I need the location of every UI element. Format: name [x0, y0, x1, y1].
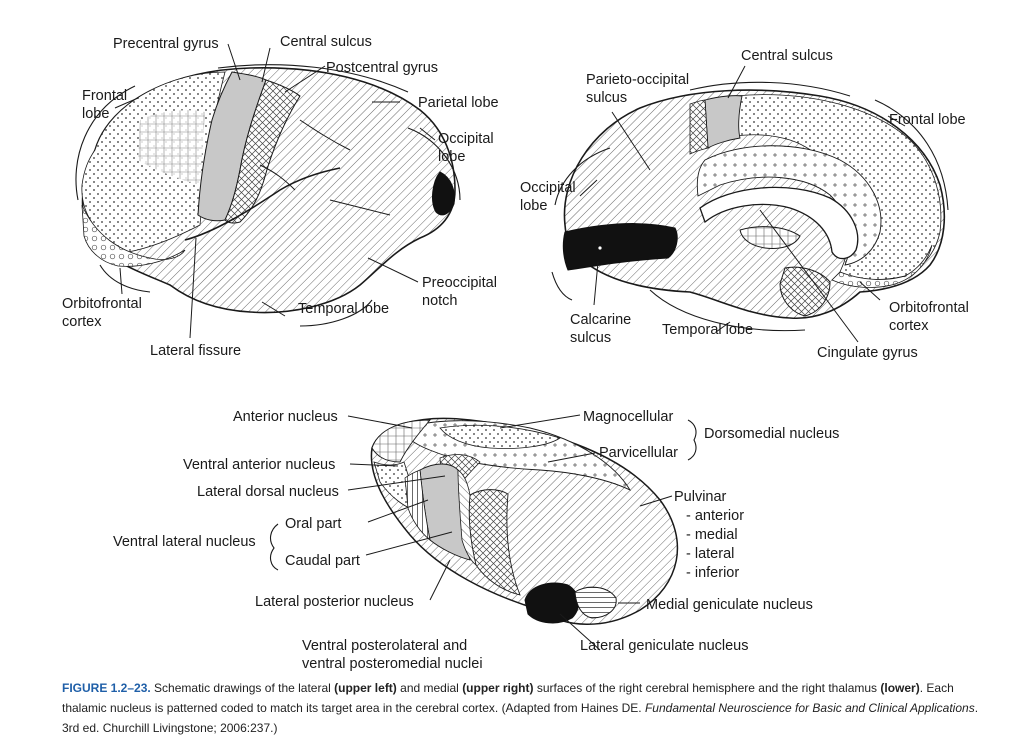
lateral-postcentral-gyrus: [224, 79, 301, 224]
label-occipital-lobe-lateral: Occipital lobe: [438, 131, 498, 165]
label-pulvinar-inferior: - inferior: [686, 565, 739, 581]
thalamus-anterior-nucleus: [371, 419, 431, 463]
label-precentral-gyrus: Precentral gyrus: [113, 36, 219, 52]
label-parieto-occipital-sulcus: Parieto-occipital sulcus: [586, 72, 693, 106]
label-temporal-lobe-medial: Temporal lobe: [662, 322, 753, 338]
label-orbitofrontal-medial-line-2: cortex: [889, 318, 929, 334]
label-frontal-lobe-medial: Frontal lobe: [889, 112, 966, 128]
label-parietal-lobe: Parietal lobe: [418, 95, 499, 111]
label-lateral-fissure: Lateral fissure: [150, 343, 241, 359]
thalamus: [269, 414, 697, 651]
label-caudal-part: Caudal part: [285, 553, 360, 569]
label-preoccipital-notch: Preoccipital notch: [422, 275, 501, 309]
lateral-premotor-region: [138, 110, 205, 185]
label-orbitofrontal-lateral-line-2: cortex: [62, 314, 102, 330]
caption-figure-number: FIGURE 1.2–23.: [62, 681, 151, 695]
label-frontal-lobe-lateral: Frontal lobe: [82, 88, 131, 122]
medial-paracentral-lobule: [704, 95, 743, 149]
label-preoccipital-notch-line-2: notch: [422, 293, 457, 309]
label-ventral-posterolateral: Ventral posterolateral and ventral poste…: [302, 638, 483, 672]
figure-caption: FIGURE 1.2–23. Schematic drawings of the…: [62, 678, 997, 738]
caption-text-5: . 3rd ed. Churchill Livingstone; 2006:23…: [62, 701, 979, 735]
label-pulvinar-anterior: - anterior: [686, 508, 744, 524]
label-oral-part: Oral part: [285, 516, 341, 532]
caption-bold-3: (lower): [880, 681, 920, 695]
caption-italic-1: Fundamental Neuroscience for Basic and C…: [644, 701, 975, 715]
medial-brackets: [551, 81, 949, 332]
label-calcarine-line-2: sulcus: [570, 330, 611, 346]
label-vpl-line-1: Ventral posterolateral and: [302, 638, 467, 654]
label-temporal-lobe-lateral: Temporal lobe: [298, 301, 389, 317]
medial-orbitofrontal-region: [831, 244, 933, 288]
caption-bold-2: (upper right): [462, 681, 534, 695]
lateral-orbitofrontal-region: [81, 204, 186, 267]
thalamus-medial-geniculate: [574, 586, 617, 619]
medial-brainstem: [779, 266, 831, 317]
label-magnocellular: Magnocellular: [583, 409, 673, 425]
label-occipital-lobe-lateral-line-2: lobe: [438, 149, 465, 165]
label-postcentral-gyrus: Postcentral gyrus: [326, 60, 438, 76]
label-preoccipital-notch-line-1: Preoccipital: [422, 275, 497, 291]
label-pulvinar-parts: - anterior - medial - lateral - inferior: [686, 508, 748, 581]
label-ventral-lateral-nucleus: Ventral lateral nucleus: [113, 534, 256, 550]
label-parieto-occipital-line-2: sulcus: [586, 90, 627, 106]
label-vpl-line-2: ventral posteromedial nuclei: [302, 656, 483, 672]
thalamus-brackets: [269, 419, 697, 571]
label-occipital-lobe-medial: Occipital lobe: [520, 180, 580, 214]
medial-leaders: [579, 65, 906, 343]
label-medial-geniculate: Medial geniculate nucleus: [646, 597, 813, 613]
label-central-sulcus-lateral: Central sulcus: [280, 34, 372, 50]
lateral-brackets: [75, 64, 461, 327]
lateral-occipital-pole: [432, 171, 455, 216]
label-orbitofrontal-medial: Orbitofrontal cortex: [889, 300, 973, 334]
medial-corpus-callosum: [699, 186, 859, 260]
label-pulvinar-medial: - medial: [686, 527, 738, 543]
label-frontal-lobe-lateral-line-1: Frontal: [82, 88, 127, 104]
label-ventral-anterior-nucleus: Ventral anterior nucleus: [183, 457, 335, 473]
thalamus-lateral-posterior: [457, 469, 477, 567]
label-pulvinar: Pulvinar: [674, 489, 727, 505]
thalamus-leaders: [347, 414, 673, 651]
label-frontal-lobe-lateral-line-2: lobe: [82, 106, 109, 122]
label-lateral-geniculate: Lateral geniculate nucleus: [580, 638, 748, 654]
label-occipital-lobe-lateral-line-1: Occipital: [438, 131, 494, 147]
label-cingulate-gyrus: Cingulate gyrus: [817, 345, 918, 361]
label-central-sulcus-medial: Central sulcus: [741, 48, 833, 64]
label-calcarine-line-1: Calcarine: [570, 312, 631, 328]
label-lateral-posterior-nucleus: Lateral posterior nucleus: [255, 594, 414, 610]
label-occipital-lobe-medial-line-2: lobe: [520, 198, 547, 214]
label-anterior-nucleus: Anterior nucleus: [233, 409, 338, 425]
label-parieto-occipital-line-1: Parieto-occipital: [586, 72, 689, 88]
lateral-sulcus-lines: [259, 119, 391, 216]
label-orbitofrontal-lateral-line-1: Orbitofrontal: [62, 296, 142, 312]
caption-text-2: and medial: [396, 681, 463, 695]
thalamus-ventral-lateral-caudal: [404, 469, 431, 541]
medial-hemisphere: [551, 65, 949, 343]
medial-calcarine-band: [562, 223, 678, 271]
caption-text-4: . Each thalamic nucleus is patterned cod…: [62, 681, 954, 715]
label-orbitofrontal-lateral: Orbitofrontal cortex: [62, 296, 146, 330]
label-lateral-dorsal-nucleus: Lateral dorsal nucleus: [197, 484, 339, 500]
label-orbitofrontal-medial-line-1: Orbitofrontal: [889, 300, 969, 316]
lateral-leaders: [114, 43, 436, 339]
label-pulvinar-lateral: - lateral: [686, 546, 734, 562]
label-calcarine-sulcus: Calcarine sulcus: [570, 312, 635, 346]
lateral-hemisphere: [75, 43, 461, 339]
figure-illustration: Precentral gyrus Central sulcus Postcent…: [62, 34, 973, 672]
thalamus-lateral-geniculate: [524, 582, 579, 624]
medial-calcarine-dot: [598, 246, 602, 250]
lateral-fissure-line: [184, 167, 341, 241]
caption-text-1: Schematic drawings of the lateral: [150, 681, 335, 695]
label-dorsomedial-nucleus: Dorsomedial nucleus: [704, 426, 839, 442]
thalamus-magnocellular: [439, 424, 561, 449]
caption-bold-1: (upper left): [334, 681, 397, 695]
caption-text-3: surfaces of the right cerebral hemispher…: [533, 681, 881, 695]
medial-paracentral-hatch: [689, 99, 709, 155]
label-occipital-lobe-medial-line-1: Occipital: [520, 180, 576, 196]
label-parvicellular: Parvicellular: [599, 445, 678, 461]
